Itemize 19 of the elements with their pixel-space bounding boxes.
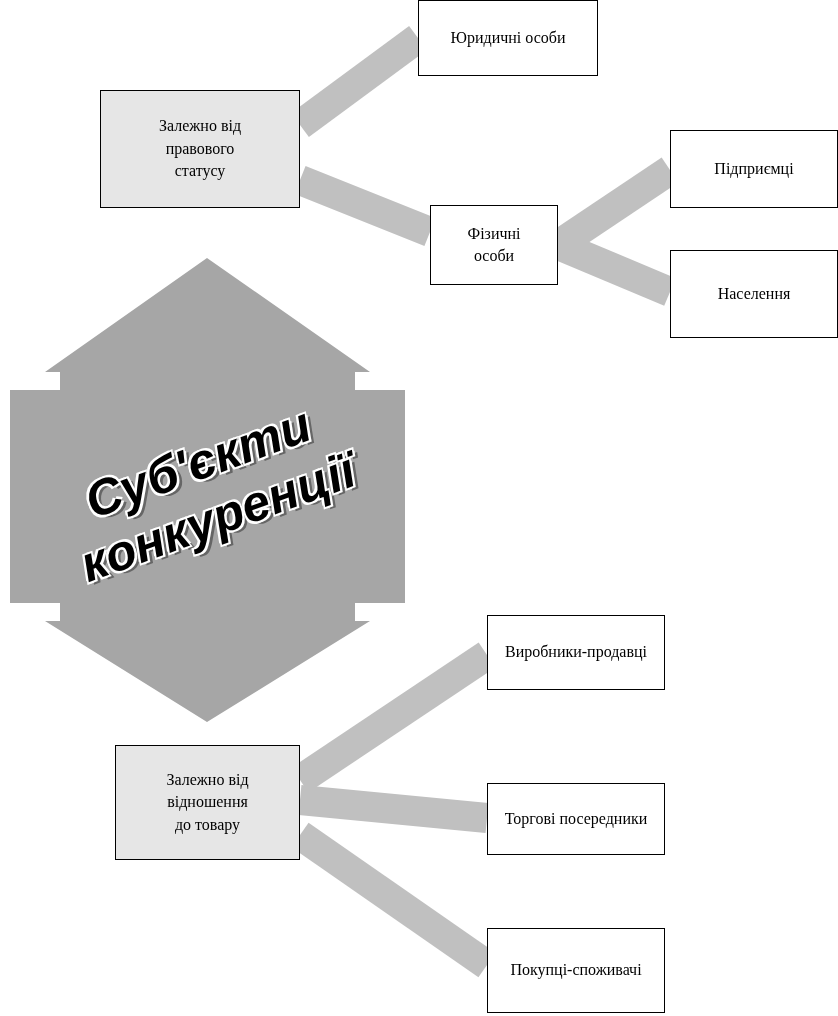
item-box (430, 205, 558, 285)
category-box (100, 90, 300, 208)
item-box (670, 130, 838, 208)
box-label: Фізичні особи (466, 223, 522, 266)
box-label: Покупці-споживачі (510, 960, 642, 981)
item-box (487, 783, 665, 855)
box-label: Залежно від відношення до товару (165, 769, 250, 836)
connector-band (298, 785, 489, 833)
item-box (418, 0, 598, 76)
box-label: Юридичні особи (450, 27, 566, 49)
item-box (670, 250, 838, 338)
box-label: Виробники-продавці (504, 642, 648, 663)
box-label: Підприємці (714, 158, 794, 180)
box-label: Торгові посередники (504, 808, 648, 830)
category-box (115, 745, 300, 860)
box-label: Залежно від правового статусу (157, 116, 243, 182)
item-box (487, 928, 665, 1013)
item-box (487, 615, 665, 690)
box-label: Населення (717, 283, 791, 304)
